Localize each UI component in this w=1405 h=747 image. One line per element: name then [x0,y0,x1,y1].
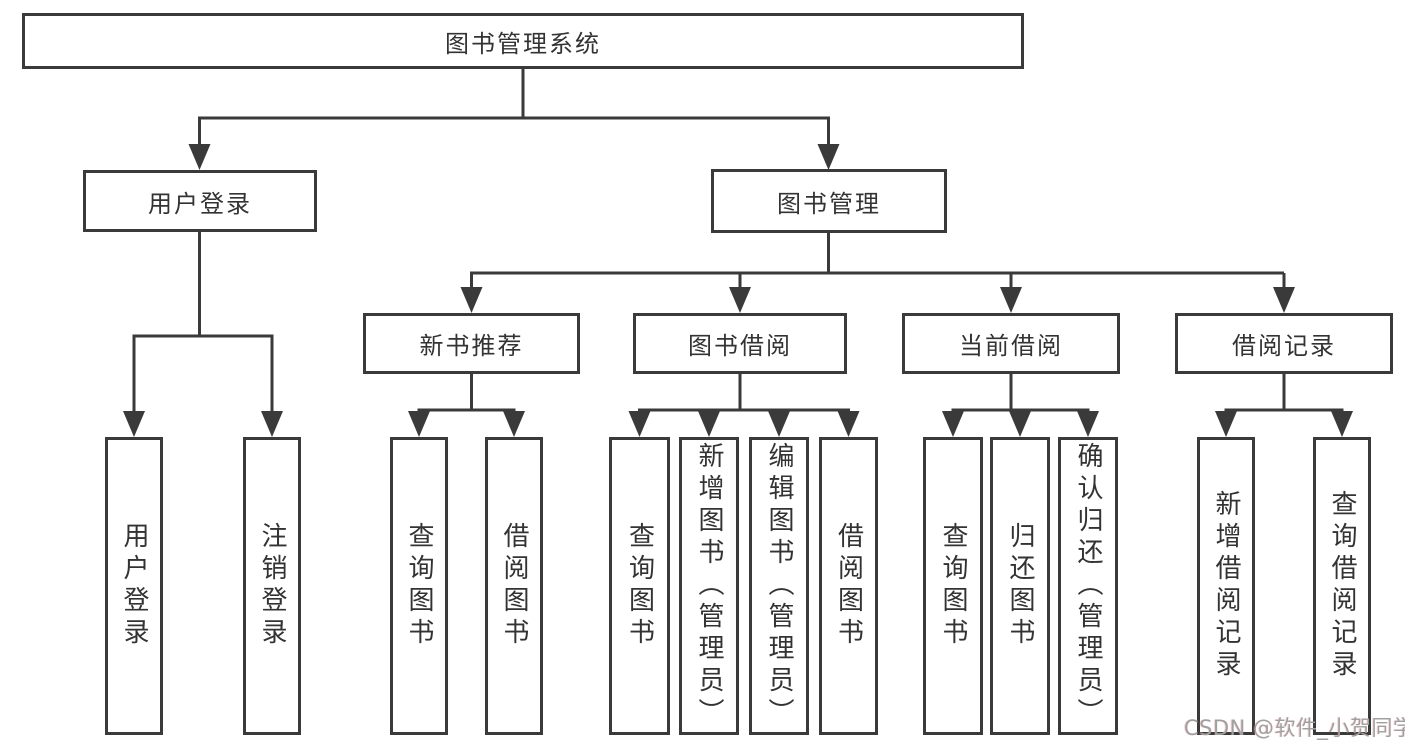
edge-bookborrow-to-leaves [638,374,850,412]
leaf-recommend-query-book: 查询图书 [390,437,448,735]
csdn-watermark: CSDN @软件_小贺同学 [1184,716,1405,740]
leaf-borrow-add-book-admin: 新增图书（管理员） [679,437,739,735]
leaf-current-confirm-return-admin: 确认归还（管理员） [1058,437,1118,735]
edge-currentborrow-to-leaves [951,374,1090,412]
node-new-book-recommend: 新书推荐 [363,313,580,374]
leaf-borrow-query-book: 查询图书 [609,437,670,735]
node-current-borrow: 当前借阅 [902,313,1120,374]
edge-root-to-level2 [198,68,830,144]
node-user-login: 用户登录 [83,170,317,232]
node-root-system: 图书管理系统 [22,13,1024,69]
leaf-user-login: 用户登录 [105,437,163,735]
edge-userlogin-to-leaves [132,232,274,411]
leaf-records-query-record: 查询借阅记录 [1313,437,1371,735]
leaf-current-return-book: 归还图书 [990,437,1050,735]
leaf-borrow-edit-book-admin: 编辑图书（管理员） [749,437,809,735]
edge-newbookrec-to-leaves [417,374,516,412]
leaf-records-add-record: 新增借阅记录 [1197,437,1255,735]
leaf-recommend-borrow-book: 借阅图书 [485,437,543,735]
edge-bookmgmt-to-level3 [470,233,1286,287]
leaf-borrow-borrow-book: 借阅图书 [819,437,878,735]
node-book-borrow: 图书借阅 [633,313,847,374]
leaf-logout: 注销登录 [243,437,301,735]
node-book-management: 图书管理 [711,169,947,233]
leaf-current-query-book: 查询图书 [923,437,983,735]
edge-borrowrecords-to-leaves [1224,374,1344,412]
node-borrow-records: 借阅记录 [1175,313,1393,374]
